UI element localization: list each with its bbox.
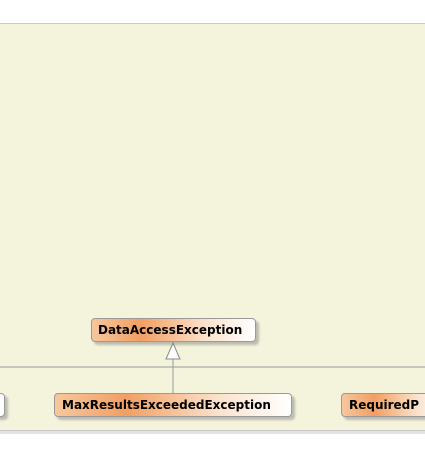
diagram-canvas[interactable] bbox=[0, 23, 425, 431]
class-node-max-results-exceeded-exception[interactable]: MaxResultsExceededException bbox=[54, 393, 292, 417]
class-node-left-partial[interactable] bbox=[0, 393, 5, 417]
canvas-bottom-edge bbox=[0, 431, 425, 434]
class-node-data-access-exception[interactable]: DataAccessException bbox=[91, 318, 256, 342]
class-node-required-partial[interactable]: RequiredP bbox=[341, 393, 425, 417]
class-node-label: DataAccessException bbox=[98, 323, 243, 337]
class-node-label: MaxResultsExceededException bbox=[62, 398, 271, 412]
generalization-arrowhead bbox=[165, 341, 181, 360]
class-node-label: RequiredP bbox=[349, 398, 420, 412]
